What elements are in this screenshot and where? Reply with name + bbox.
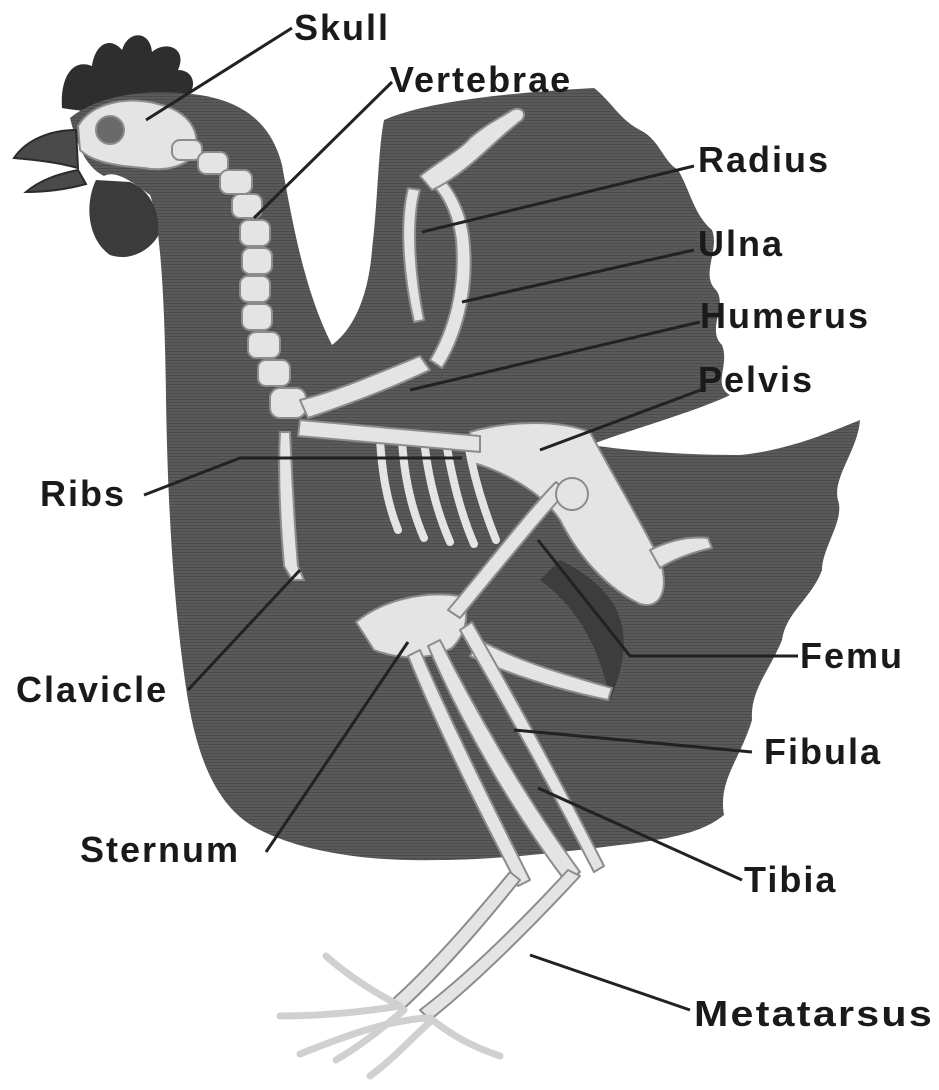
body bbox=[70, 88, 860, 860]
beak-lower bbox=[26, 170, 86, 192]
eye-socket bbox=[96, 116, 124, 144]
label-vertebrae: Vertebrae bbox=[390, 59, 572, 100]
label-ribs: Ribs bbox=[40, 473, 126, 514]
label-skull: Skull bbox=[294, 7, 390, 48]
label-ulna: Ulna bbox=[698, 223, 784, 264]
label-fibula: Fibula bbox=[764, 731, 882, 772]
femur-head bbox=[556, 478, 588, 510]
label-sternum: Sternum bbox=[80, 829, 240, 870]
label-clavicle: Clavicle bbox=[16, 669, 168, 710]
label-pelvis: Pelvis bbox=[698, 359, 814, 400]
label-humerus: Humerus bbox=[700, 295, 870, 336]
label-tibia: Tibia bbox=[744, 859, 837, 900]
label-metatarsus: Metatarsus bbox=[694, 993, 934, 1034]
beak bbox=[14, 130, 78, 168]
label-femur: Femu bbox=[800, 635, 904, 676]
label-radius: Radius bbox=[698, 139, 830, 180]
